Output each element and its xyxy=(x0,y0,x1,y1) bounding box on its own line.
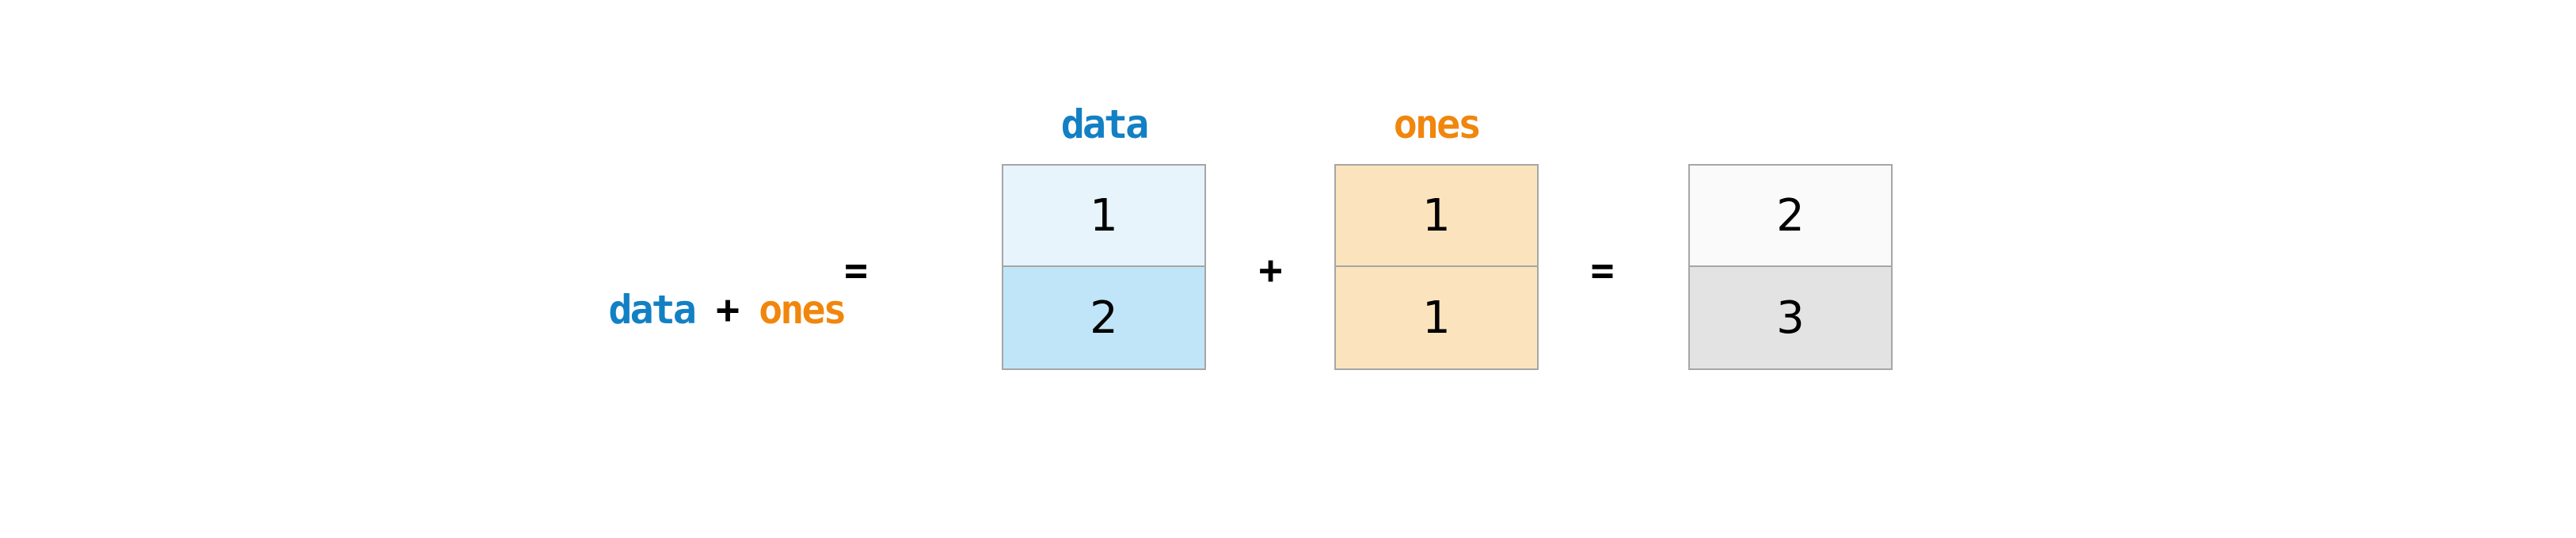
equals-operator: = xyxy=(1590,247,1614,293)
data-array-label: data xyxy=(1060,101,1149,147)
ones-array-label: ones xyxy=(1393,101,1482,147)
data-array: 1 2 xyxy=(1002,164,1206,370)
result-array: 2 3 xyxy=(1688,164,1893,370)
data-array-cell-1: 2 xyxy=(1003,267,1204,368)
expression-term-ones: ones xyxy=(759,287,847,333)
expression-term-data: data xyxy=(608,287,696,333)
expression-equals-sign: = xyxy=(844,247,868,293)
ones-array: 1 1 xyxy=(1334,164,1539,370)
result-array-cell-1: 3 xyxy=(1690,267,1891,368)
ones-array-cell-1: 1 xyxy=(1336,267,1537,368)
expression-plus: + xyxy=(715,287,740,333)
expression-spacer xyxy=(694,287,716,333)
expression-spacer xyxy=(737,287,759,333)
plus-operator: + xyxy=(1258,247,1282,293)
expression-text: data + ones xyxy=(523,250,847,369)
ones-array-cell-0: 1 xyxy=(1336,166,1537,267)
result-array-cell-0: 2 xyxy=(1690,166,1891,267)
data-array-cell-0: 1 xyxy=(1003,166,1204,267)
